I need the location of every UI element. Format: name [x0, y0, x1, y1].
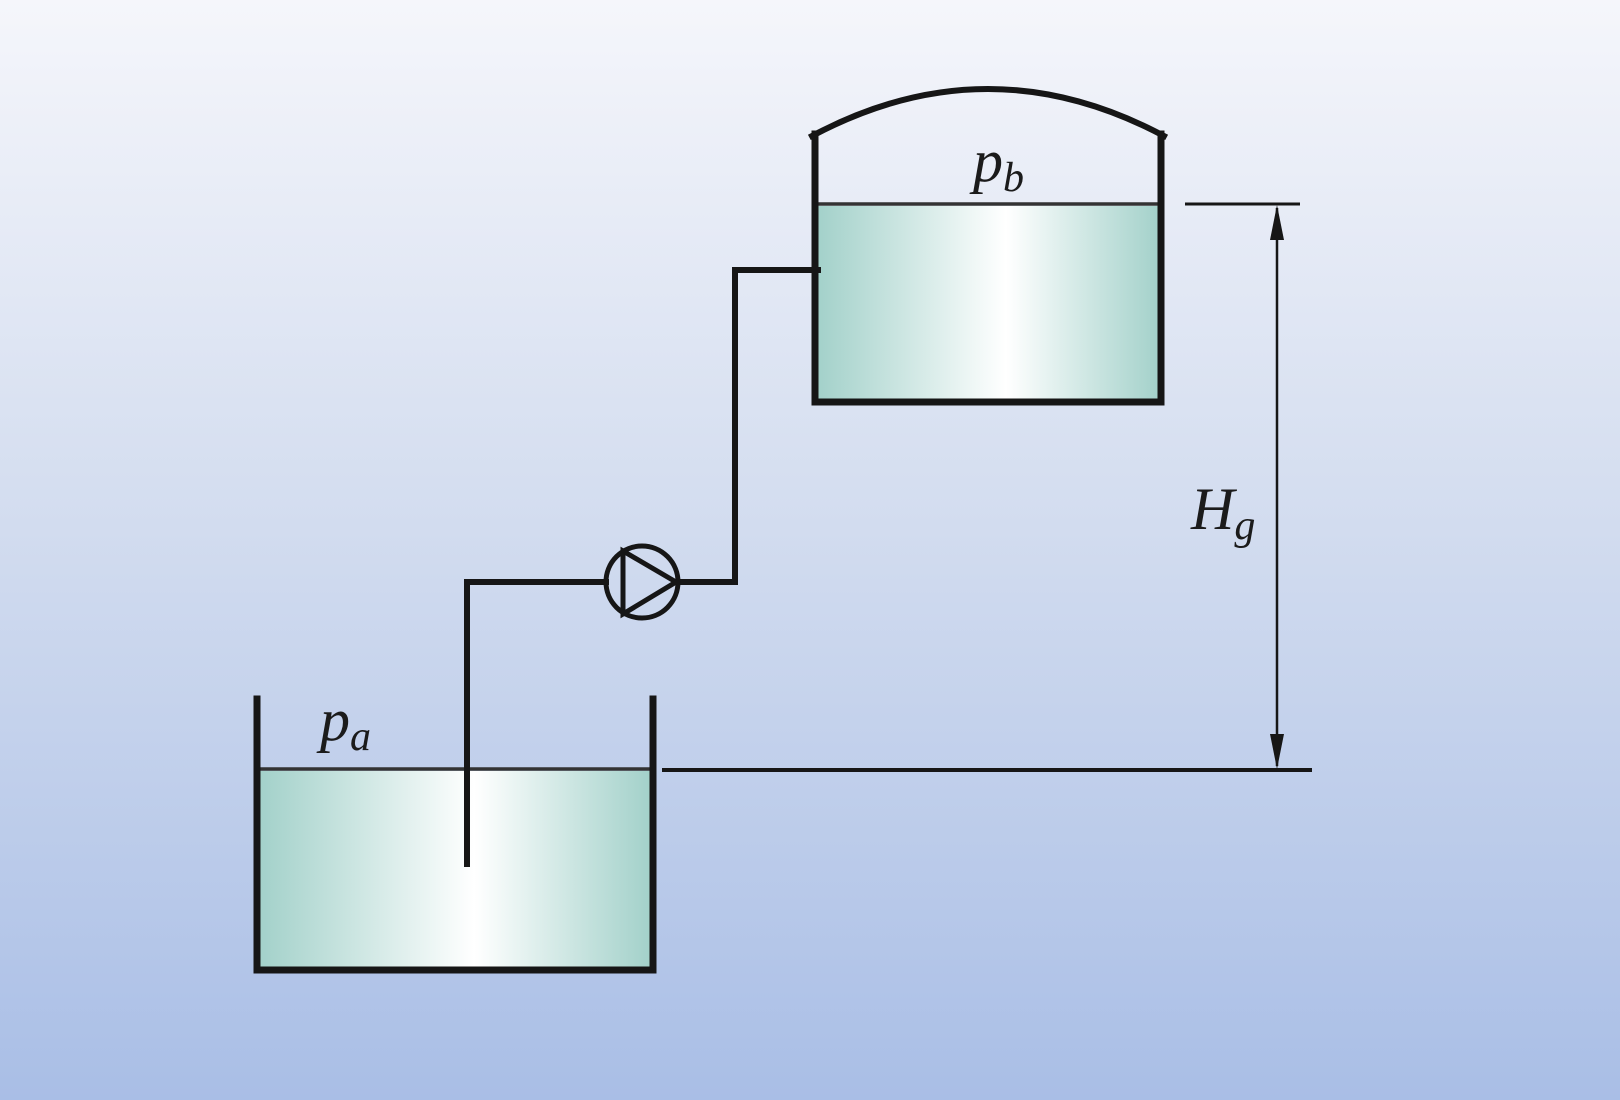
lower-tank-liquid [260, 771, 650, 970]
upper-pressure-symbol: p [969, 128, 1003, 194]
dimension-lines [662, 202, 1312, 772]
line-work [253, 86, 1312, 974]
upper-tank-pressure-label: pb [969, 128, 1024, 201]
upper-tank-liquid [818, 206, 1160, 402]
lower-pressure-subscript: a [350, 714, 371, 760]
arrowhead-down-icon [1270, 734, 1284, 769]
upper-tank-arch-roof [807, 86, 1169, 141]
static-head-symbol: H [1190, 476, 1238, 542]
upper-tank-walls [811, 130, 1165, 406]
pump-icon [603, 543, 681, 621]
liquid-surfaces [257, 202, 1161, 771]
discharge-pipe [675, 267, 821, 585]
suction-pipe [464, 579, 609, 867]
lower-pressure-symbol: p [316, 687, 350, 753]
lower-tank-walls [253, 695, 657, 974]
arrowhead-up-icon [1270, 205, 1284, 240]
pump-triangle [620, 546, 681, 619]
upper-tank [807, 86, 1169, 406]
upper-pressure-subscript: b [1003, 155, 1024, 201]
lower-tank-pressure-label: pa [316, 687, 371, 760]
static-head-subscript: g [1234, 503, 1255, 549]
static-head-label: Hg [1190, 476, 1255, 549]
